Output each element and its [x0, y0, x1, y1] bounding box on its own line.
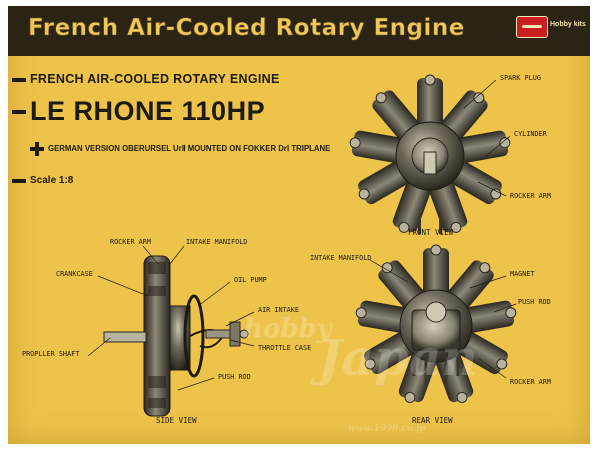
label-push-rod: PUSH ROD: [518, 298, 551, 306]
label-intake-manifold: INTAKE MANIFOLD: [186, 238, 248, 246]
label-push-rod: PUSH ROD: [218, 373, 251, 381]
instruction-sheet: French Air-Cooled Rotary Engine Hobby ki…: [8, 6, 590, 444]
bullet-mark: [12, 179, 26, 183]
label-cylinder: CYLINDER: [514, 130, 547, 138]
rear-view-caption: REAR VIEW: [412, 416, 453, 425]
header-bar: French Air-Cooled Rotary Engine Hobby ki…: [8, 6, 590, 56]
label-spark-plug: SPARK PLUG: [500, 74, 541, 82]
label-propeller-shaft: PROPLLER SHAFT: [22, 350, 80, 358]
side-view-caption: SIDE VIEW: [156, 416, 197, 425]
iron-cross-icon: [30, 142, 44, 156]
engine-illustrations: [87, 74, 519, 417]
label-rocker-arm: ROCKER ARM: [510, 192, 551, 200]
page-title: French Air-Cooled Rotary Engine: [28, 15, 465, 42]
version-note: GERMAN VERSION OBERURSEL UrⅡ MOUNTED ON …: [48, 144, 331, 153]
front-view-caption: FRONT VIEW: [408, 228, 454, 237]
side-view-engine: [103, 255, 249, 417]
engine-title: LE RHONE 110HP: [30, 96, 266, 126]
watermark-url: www.1999.co.jp: [348, 424, 426, 434]
brand-tagline: Hobby kits: [550, 21, 586, 28]
label-intake-manifold: INTAKE MANIFOLD: [310, 254, 372, 262]
hasegawa-logo: [516, 16, 548, 38]
label-rocker-arm: ROCKER ARM: [510, 378, 551, 386]
rear-view-engine: [353, 244, 519, 408]
watermark-text: Japan: [318, 328, 478, 387]
label-crankcase: CRANKCASE: [56, 270, 93, 278]
leader-lines: [87, 79, 517, 391]
label-throttle-case: THROTTLE CASE: [258, 344, 312, 352]
label-oil-pump: OIL PUMP: [234, 276, 267, 284]
scale-label: Scale 1:8: [30, 175, 74, 186]
label-rocker-arm: ROCKER ARM: [110, 238, 151, 246]
label-magnet: MAGNET: [510, 270, 535, 278]
bullet-mark: [12, 78, 26, 82]
label-air-intake: AIR INTAKE: [258, 306, 299, 314]
subtitle: FRENCH AIR-COOLED ROTARY ENGINE: [30, 72, 280, 86]
watermark-text: hobby: [244, 314, 332, 344]
bullet-mark: [12, 110, 26, 114]
front-view-engine: [349, 74, 511, 234]
